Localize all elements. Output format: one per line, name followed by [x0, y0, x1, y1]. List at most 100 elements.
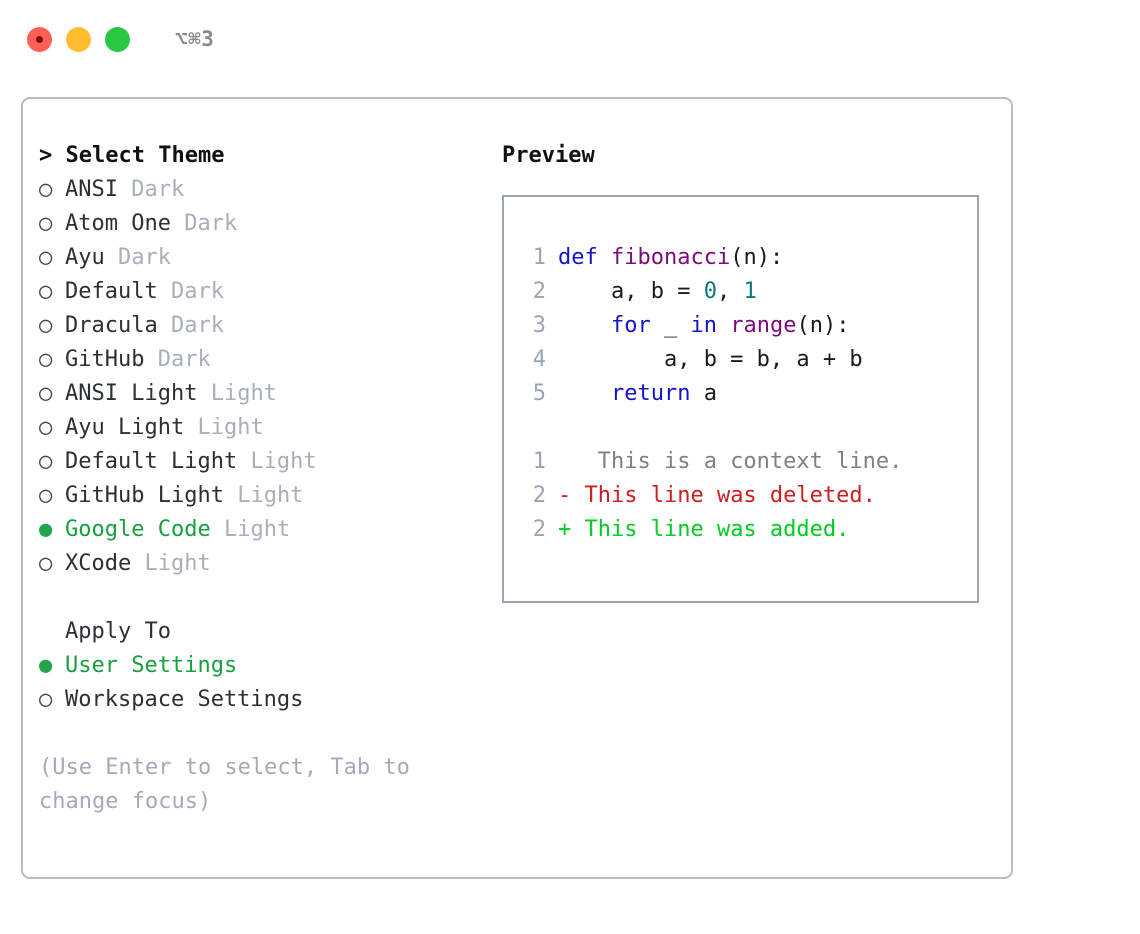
keyboard-shortcut-label: ⌥⌘3 [175, 26, 215, 51]
apply-to-item-label: User Settings [65, 653, 238, 678]
code-diff-spacer [516, 411, 977, 445]
code-line: 3 for _ in range(n): [516, 309, 977, 343]
theme-name: Default Light [65, 449, 238, 474]
radio-selected-icon: ● [39, 653, 53, 678]
content-panel: > Select Theme ○ANSI Dark○Atom One Dark○… [21, 97, 1013, 879]
diff-line-text: This line was deleted. [571, 483, 876, 508]
theme-list-item[interactable]: ○Ayu Dark [39, 241, 489, 275]
code-line-number: 4 [532, 347, 546, 372]
maximize-button[interactable] [105, 26, 130, 52]
code-token-pl: (n): [796, 313, 850, 338]
diff-line-number: 2 [532, 483, 546, 508]
diff-line-text: This line was added. [571, 517, 850, 542]
apply-to-list: ● User Settings ○ Workspace Settings [39, 649, 489, 717]
radio-selected-icon: ● [39, 517, 53, 542]
code-token-pl: a, b = [558, 279, 704, 304]
theme-name: XCode [65, 551, 132, 576]
code-token-kw: def [558, 245, 611, 270]
list-spacer [39, 581, 489, 615]
radio-unselected-icon: ○ [39, 449, 53, 474]
diff-marker-icon: - [558, 483, 572, 508]
theme-picker-title: > Select Theme [39, 139, 489, 173]
theme-list-item[interactable]: ○Ayu Light Light [39, 411, 489, 445]
theme-list-item[interactable]: ○Atom One Dark [39, 207, 489, 241]
theme-list-item[interactable]: ○ANSI Dark [39, 173, 489, 207]
theme-name: ANSI Light [65, 381, 198, 406]
theme-variant-label: Light [210, 381, 277, 406]
code-line: 5 return a [516, 377, 977, 411]
apply-to-heading-text: Apply To [65, 619, 171, 644]
theme-variant-label: Light [250, 449, 317, 474]
theme-variant-label: Dark [170, 279, 224, 304]
code-line-number: 3 [532, 313, 546, 338]
code-line: 2 a, b = 0, 1 [516, 275, 977, 309]
code-token-num: 1 [743, 279, 757, 304]
theme-name: Dracula [65, 313, 158, 338]
code-token-pl: _ [650, 313, 691, 338]
theme-list-item[interactable]: ○ XCode Light [39, 547, 489, 581]
radio-unselected-icon: ○ [39, 551, 53, 576]
theme-name-variant-gap [158, 279, 171, 304]
radio-unselected-icon: ○ [39, 177, 53, 202]
theme-variant-label: Dark [118, 245, 171, 270]
theme-name-variant-gap [197, 381, 210, 406]
code-token-kw: in [690, 313, 717, 338]
code-token-fn: range [730, 313, 797, 338]
theme-name: ANSI [65, 177, 118, 202]
radio-unselected-icon: ○ [39, 687, 53, 712]
theme-variant-label: Light [223, 517, 291, 542]
diff-line-number: 2 [532, 517, 546, 542]
code-line: 4 a, b = b, a + b [516, 343, 977, 377]
code-line-number: 2 [532, 279, 546, 304]
code-token-pl: (n): [730, 245, 784, 270]
theme-name-variant-gap [171, 211, 184, 236]
radio-unselected-icon: ○ [39, 313, 53, 338]
diff-line-number: 1 [532, 449, 546, 474]
radio-unselected-icon: ○ [39, 279, 53, 304]
theme-list-item[interactable]: ○Default Dark [39, 275, 489, 309]
apply-to-item-label: Workspace Settings [65, 687, 304, 712]
radio-unselected-icon: ○ [39, 245, 53, 270]
theme-list-item[interactable]: ○GitHub Light Light [39, 479, 489, 513]
theme-name-variant-gap [144, 347, 157, 372]
code-line-number: 1 [532, 245, 546, 270]
theme-name: Google Code [65, 517, 211, 542]
radio-unselected-icon: ○ [39, 415, 53, 440]
theme-picker-title-text: Select Theme [65, 143, 225, 168]
theme-name-variant-gap [131, 551, 144, 576]
theme-name-variant-gap [158, 313, 171, 338]
theme-list-item[interactable]: ○ANSI Light Light [39, 377, 489, 411]
code-token-pl: a [690, 381, 717, 406]
theme-list-item[interactable]: ● Google Code Light [39, 513, 489, 547]
theme-variant-label: Light [144, 551, 211, 576]
theme-variant-label: Dark [170, 313, 224, 338]
theme-name-variant-gap [184, 415, 197, 440]
close-button[interactable] [27, 26, 52, 52]
diff-sample: 1 This is a context line.2- This line wa… [516, 445, 977, 547]
diff-line: 2- This line was deleted. [516, 479, 977, 513]
apply-to-item[interactable]: ● User Settings [39, 649, 489, 683]
theme-list-item[interactable]: ○GitHub Dark [39, 343, 489, 377]
theme-name-variant-gap [224, 483, 237, 508]
theme-list-item[interactable]: ○ Default Light Light [39, 445, 489, 479]
keyboard-hint-text: (Use Enter to select, Tab to change focu… [39, 755, 410, 814]
prompt-caret-icon: > [39, 143, 66, 168]
apply-to-item[interactable]: ○ Workspace Settings [39, 683, 489, 717]
code-token-pl [717, 313, 730, 338]
theme-variant-label: Dark [184, 211, 238, 236]
minimize-button[interactable] [66, 26, 91, 52]
theme-name-variant-gap [237, 449, 250, 474]
code-token-pl: a, b = b, a + b [558, 347, 863, 372]
apply-to-heading-marker [39, 615, 65, 649]
theme-name: GitHub [65, 347, 145, 372]
theme-name: Atom One [65, 211, 171, 236]
theme-picker-column: > Select Theme ○ANSI Dark○Atom One Dark○… [39, 139, 489, 819]
title-bar: ⌥⌘3 [0, 0, 1140, 78]
code-token-pl: , [716, 279, 744, 304]
diff-marker-icon: + [558, 517, 572, 542]
theme-list-item[interactable]: ○ Dracula Dark [39, 309, 489, 343]
code-line-number: 5 [532, 381, 546, 406]
